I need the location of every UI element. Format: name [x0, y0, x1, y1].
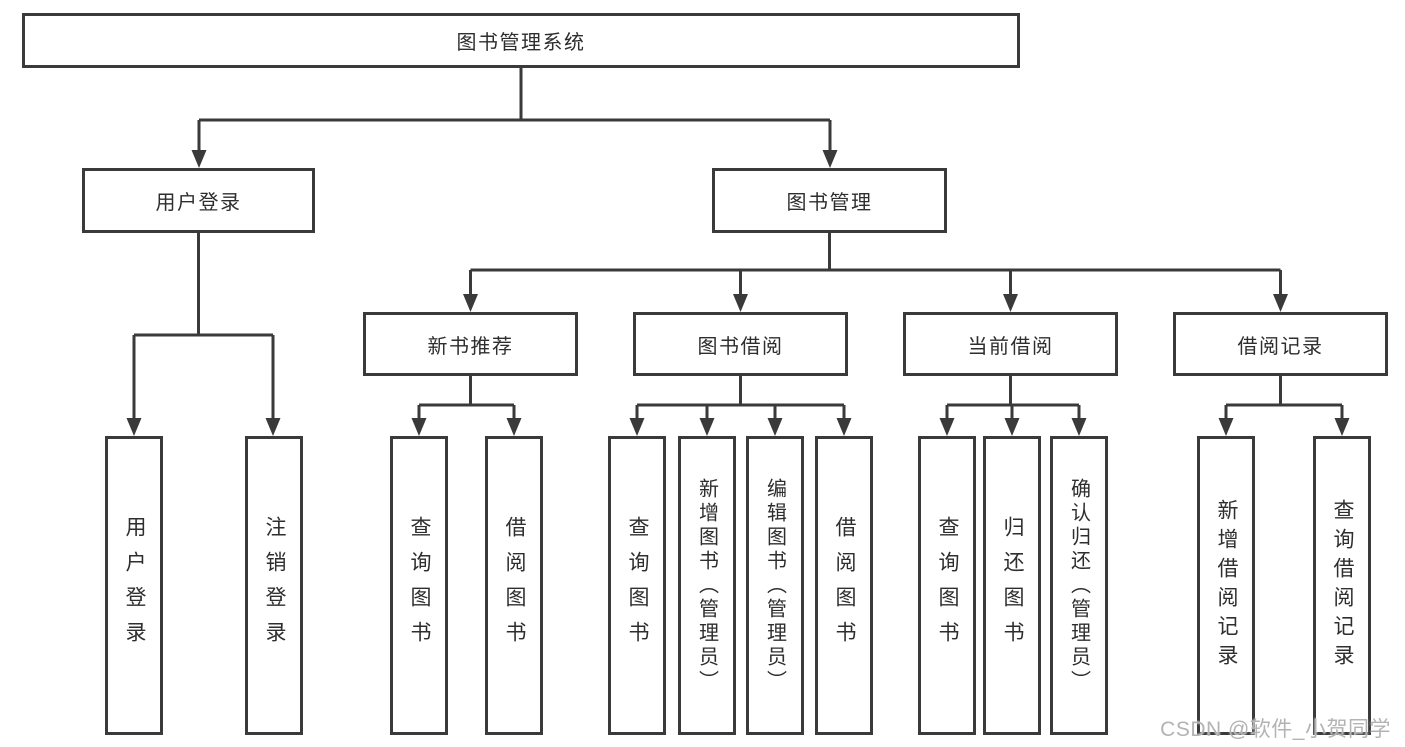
leaf-logout: 注销登录 [245, 436, 303, 735]
leaf-add-borrow-record: 新增借阅记录 [1197, 436, 1255, 735]
node-label: 归还图书 [1001, 515, 1024, 656]
node-label: 编辑图书（管理员） [763, 477, 786, 694]
leaf-user-login: 用户登录 [105, 436, 163, 735]
csdn-watermark: CSDN @软件_小贺同学 [1160, 718, 1391, 741]
leaf-confirm-return-admin: 确认归还（管理员） [1050, 436, 1108, 735]
node-label: 图书管理系统 [456, 32, 586, 54]
node-label: 查询借阅记录 [1331, 498, 1354, 673]
leaf-query-book-1: 查询图书 [390, 436, 448, 735]
leaf-query-book-2: 查询图书 [608, 436, 666, 735]
node-label: 借阅图书 [833, 515, 856, 656]
node-label: 注销登录 [263, 515, 286, 656]
node-label: 确认归还（管理员） [1067, 477, 1090, 694]
node-current-borrowing: 当前借阅 [903, 312, 1118, 376]
node-library-management-system: 图书管理系统 [22, 13, 1020, 68]
node-label: 查询图书 [936, 515, 959, 656]
leaf-query-book-3: 查询图书 [918, 436, 976, 735]
leaf-borrow-book-2: 借阅图书 [815, 436, 873, 735]
node-label: 当前借阅 [967, 335, 1054, 358]
node-label: 用户登录 [123, 515, 146, 656]
node-label: 查询图书 [408, 515, 431, 656]
node-label: 借阅记录 [1237, 335, 1324, 358]
node-label: 新增图书（管理员） [695, 477, 718, 694]
arrowheads [126, 150, 1350, 436]
node-new-book-recommendation: 新书推荐 [363, 312, 578, 376]
node-borrowing-records: 借阅记录 [1173, 312, 1388, 376]
leaf-edit-book-admin: 编辑图书（管理员） [746, 436, 804, 735]
node-label: 图书借阅 [697, 335, 784, 358]
node-label: 新书推荐 [427, 335, 514, 358]
node-label: 图书管理 [786, 192, 873, 214]
node-label: 用户登录 [155, 192, 242, 214]
node-book-management: 图书管理 [712, 168, 947, 233]
node-book-borrowing: 图书借阅 [633, 312, 848, 376]
leaf-query-borrow-record: 查询借阅记录 [1313, 436, 1371, 735]
leaf-borrow-book-1: 借阅图书 [485, 436, 543, 735]
node-user-login: 用户登录 [82, 168, 315, 233]
node-label: 借阅图书 [503, 515, 526, 656]
node-label: 查询图书 [626, 515, 649, 656]
leaf-add-book-admin: 新增图书（管理员） [678, 436, 736, 735]
leaf-return-book: 归还图书 [983, 436, 1041, 735]
node-label: 新增借阅记录 [1215, 498, 1238, 673]
